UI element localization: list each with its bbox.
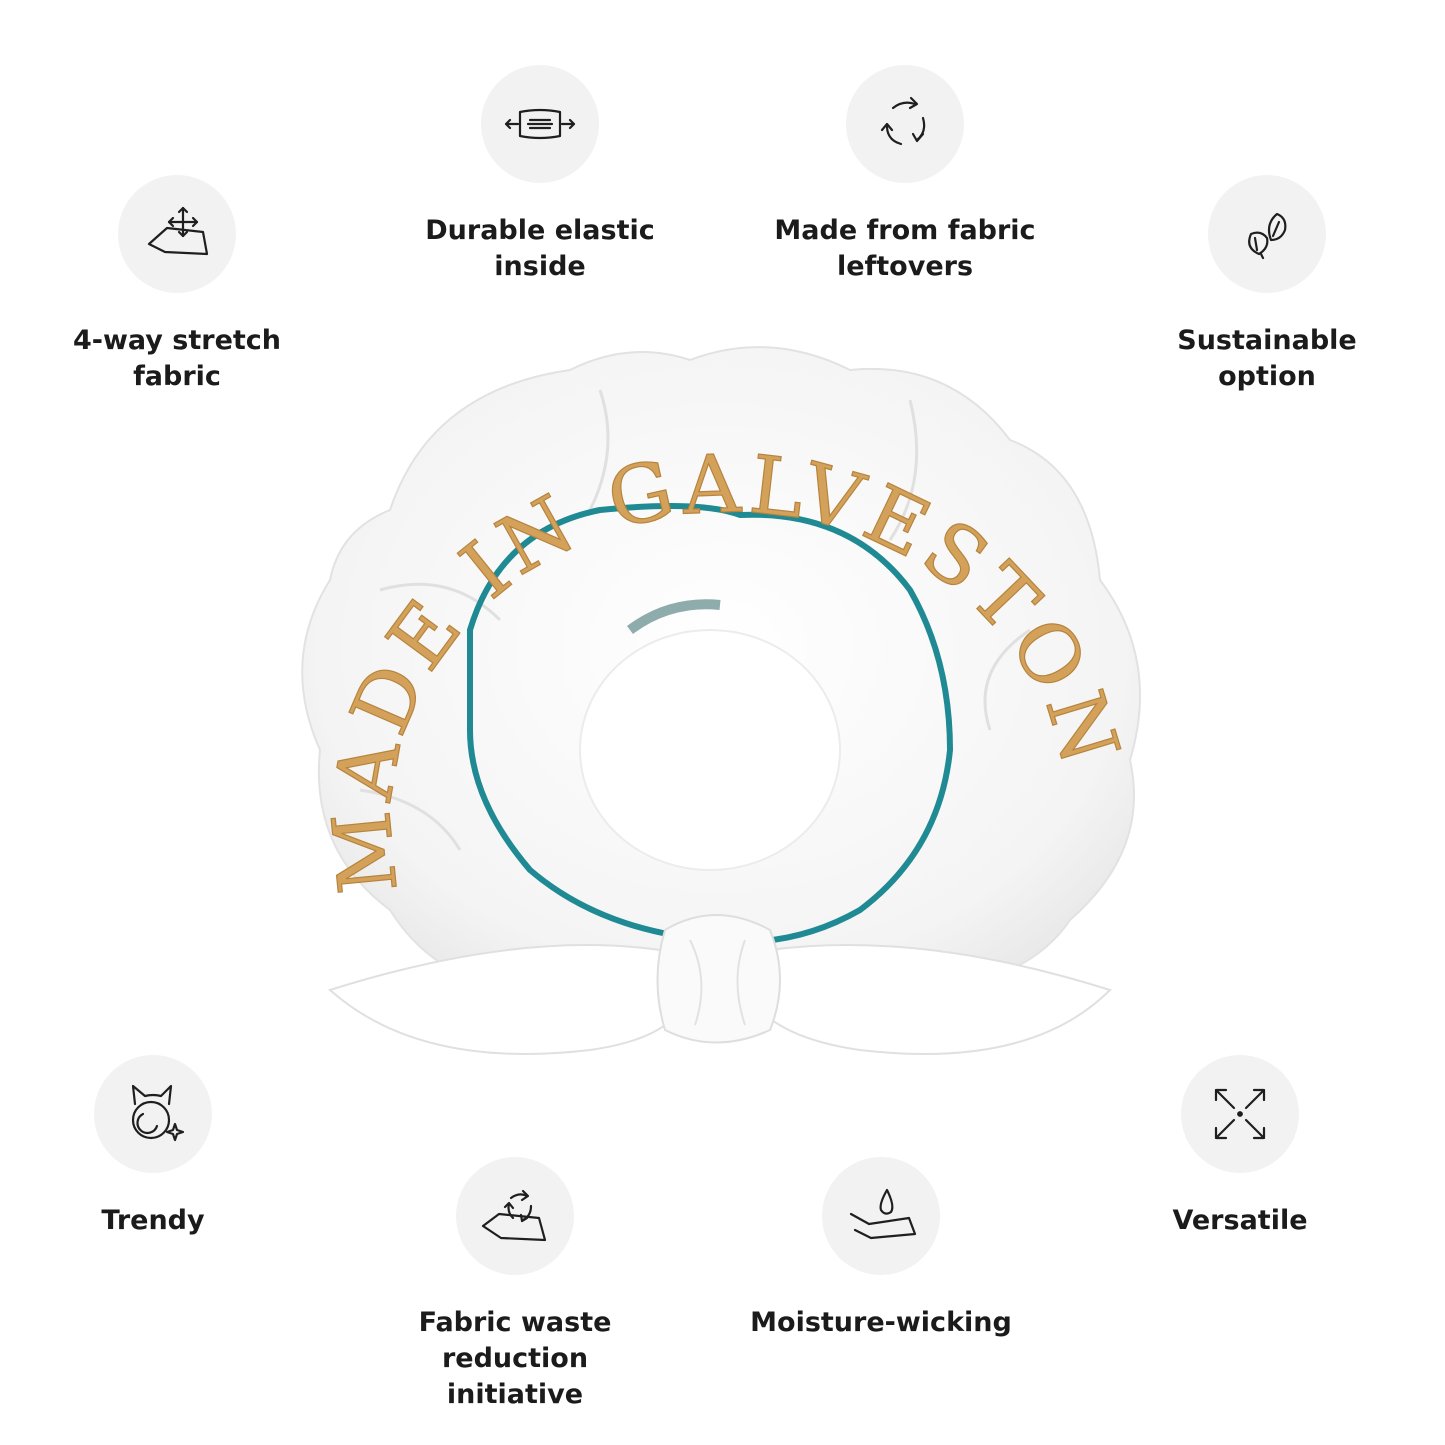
- feature-stretch: 4-way stretch fabric: [7, 175, 347, 395]
- expand-arrows-icon: [1181, 1055, 1299, 1173]
- stretch-fabric-icon: [118, 175, 236, 293]
- feature-waste: Fabric waste reduction initiative: [345, 1157, 685, 1413]
- leaves-icon: [1208, 175, 1326, 293]
- scrunchie-illustration: MADE IN GALVESTON: [301, 346, 1141, 1055]
- feature-label: Made from fabric leftovers: [774, 215, 1036, 282]
- feature-label: Durable elastic inside: [425, 215, 655, 282]
- feature-label: 4-way stretch fabric: [72, 325, 282, 392]
- recycle-arrows-icon: [846, 65, 964, 183]
- feature-label: Fabric waste reduction initiative: [418, 1307, 612, 1410]
- feature-trendy: Trendy: [0, 1055, 323, 1239]
- feature-label: Versatile: [1172, 1205, 1308, 1236]
- feature-versatile: Versatile: [1070, 1055, 1410, 1239]
- feature-moisture: Moisture-wicking: [711, 1157, 1051, 1341]
- fabric-recycle-icon: [456, 1157, 574, 1275]
- water-drop-fabric-icon: [822, 1157, 940, 1275]
- feature-sustainable: Sustainable option: [1097, 175, 1437, 395]
- feature-label: Moisture-wicking: [750, 1307, 1012, 1338]
- cat-sparkle-icon: [94, 1055, 212, 1173]
- feature-label: Sustainable option: [1177, 325, 1357, 392]
- scrunchie-product-image: MADE IN GALVESTON: [270, 330, 1190, 1060]
- feature-elastic: Durable elastic inside: [370, 65, 710, 285]
- feature-leftovers: Made from fabric leftovers: [735, 65, 1075, 285]
- feature-label: Trendy: [101, 1205, 205, 1236]
- elastic-band-icon: [481, 65, 599, 183]
